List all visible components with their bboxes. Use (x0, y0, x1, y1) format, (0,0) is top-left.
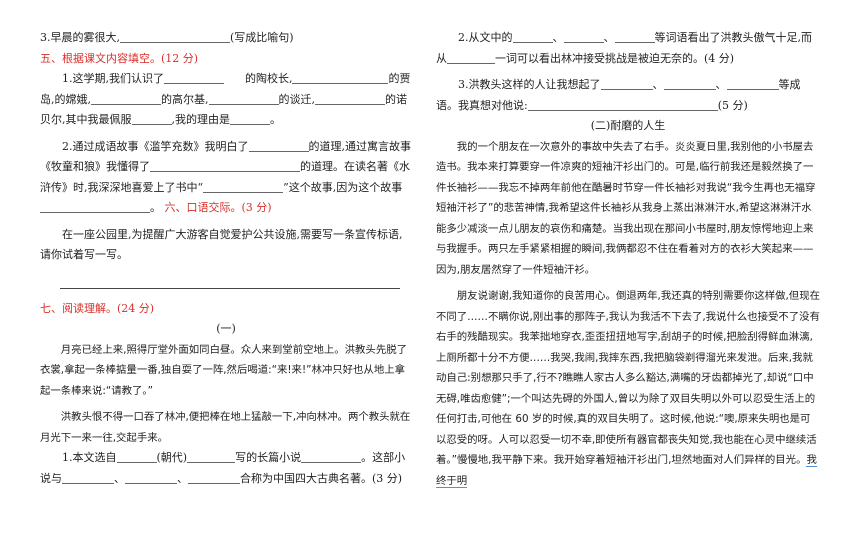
answer-blank[interactable] (563, 30, 604, 43)
q3-line: 3.早晨的雾很大,(写成比喻句) (40, 30, 294, 44)
answer-blank[interactable] (150, 159, 300, 172)
section-6-title: 六、口语交际。(3 分) (164, 201, 272, 214)
section-5-title: 五、根据课文内容填空。(12 分) (40, 51, 199, 65)
answer-blank[interactable] (726, 77, 779, 90)
left-column: 3.早晨的雾很大,(写成比喻句) 五、根据课文内容填空。(12 分) 1.这学期… (40, 28, 412, 489)
answer-blank[interactable] (188, 471, 240, 484)
answer-blank[interactable] (40, 200, 150, 213)
answer-blank[interactable] (663, 77, 716, 90)
story-2-paragraph-2: 朋友说谢谢,我知道你的良苦用心。倒退两年,我还真的特别需要你这样做,但现在不同了… (436, 290, 820, 488)
s5-q2: 2.通过成语故事《滥竽充数》我明白了的道理,通过寓言故事《牧童和狼》我懂得了的道… (40, 139, 411, 214)
reading-q2: 2.从文中的、、等词语看出了洪教头傲气十足,而从一词可以看出林冲接受挑战是被迫无… (436, 30, 812, 65)
story-1-paragraph-1: 月亮已经上来,照得厅堂外面如同白昼。众人来到堂前空地上。洪教头先脱了衣裳,拿起一… (40, 343, 407, 397)
answer-blank[interactable] (230, 112, 270, 125)
answer-blank[interactable] (315, 92, 385, 105)
right-column: 2.从文中的、、等词语看出了洪教头傲气十足,而从一词可以看出林冲接受挑战是被迫无… (436, 28, 820, 491)
answer-blank[interactable] (292, 71, 389, 84)
answer-blank[interactable] (164, 71, 224, 84)
reading-part-2-title: (二)耐磨的人生 (590, 119, 666, 132)
answer-blank[interactable] (527, 98, 718, 111)
section-7-title: 七、阅读理解。(24 分) (40, 301, 155, 315)
answer-blank[interactable] (614, 30, 655, 43)
answer-blank[interactable] (208, 92, 279, 105)
reading-q1: 1.本文选自(朝代)写的长篇小说。这部小说与、、合称为中国四大古典名著。(3 分… (40, 450, 406, 485)
answer-blank[interactable] (203, 180, 284, 193)
answer-blank[interactable] (116, 450, 157, 463)
answer-blank[interactable] (125, 471, 177, 484)
s5-q1: 1.这学期,我们认识了 的陶校长,的贾岛,的嫦娥,的高尔基,的谈迁,的诺贝尔,其… (40, 71, 411, 126)
reading-part-1-label: (一) (216, 322, 236, 335)
answer-blank[interactable] (62, 471, 114, 484)
answer-blank[interactable] (447, 51, 495, 64)
s6-prompt: 在一座公园里,为提醒广大游客自觉爱护公共设施,需要写一条宣传标语,请你试着写一写… (40, 227, 403, 262)
answer-blank[interactable] (91, 92, 161, 105)
story-2-paragraph-1: 我的一个朋友在一次意外的事故中失去了右手。炎炎夏日里,我别他的小书屋去造书。我本… (436, 140, 816, 276)
answer-blank[interactable] (600, 77, 653, 90)
answer-blank[interactable] (512, 30, 553, 43)
slogan-answer-line[interactable] (60, 274, 400, 289)
answer-blank[interactable] (131, 112, 172, 125)
story-1-paragraph-2: 洪教头恨不得一口吞了林冲,便把棒在地上猛敲一下,冲向林冲。两个教头就在月光下一来… (40, 411, 411, 444)
answer-blank[interactable] (187, 450, 236, 463)
underlined-phrase: 我终于明 (436, 454, 817, 488)
answer-blank[interactable] (120, 30, 230, 43)
answer-blank[interactable] (301, 450, 362, 463)
answer-blank[interactable] (248, 139, 309, 152)
reading-q3: 3.洪教头这样的人让我想起了、、等成语。我真想对他说:(5 分) (436, 77, 801, 112)
